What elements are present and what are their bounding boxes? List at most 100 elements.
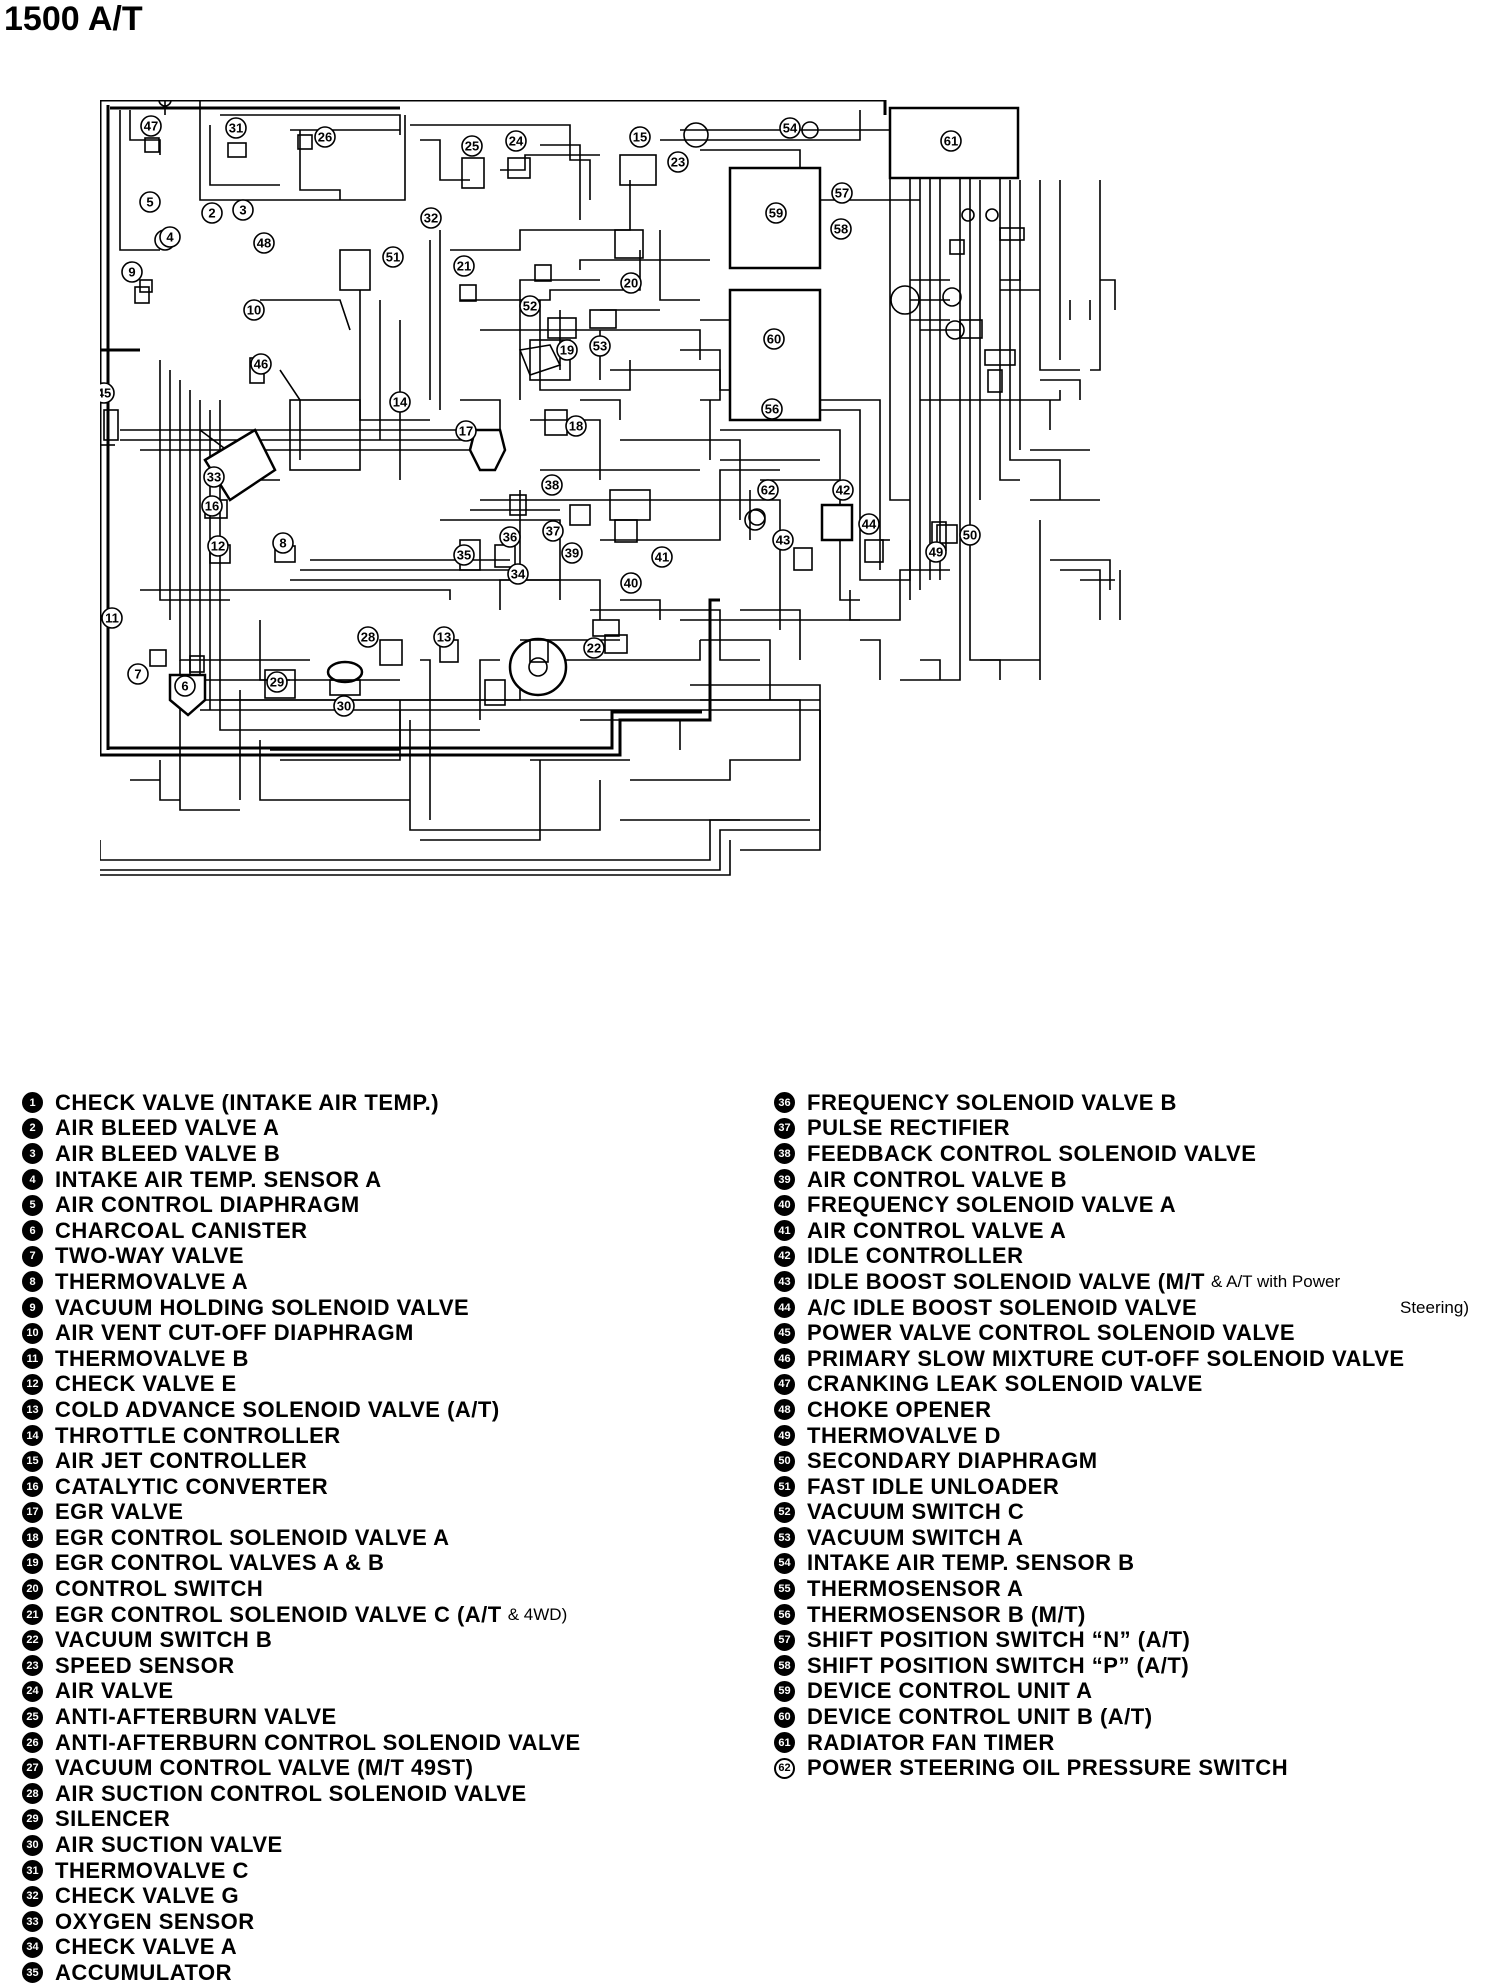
callout-47: 47 — [140, 115, 162, 137]
legend-label: VACUUM SWITCH B — [55, 1627, 273, 1653]
callout-number: 7 — [134, 667, 141, 682]
callout-6: 6 — [174, 675, 196, 697]
callout-number: 22 — [587, 641, 601, 656]
vacuum-hose-diagram: 1234567891011121314151617181920212223242… — [100, 100, 1300, 970]
callout-22: 22 — [583, 637, 605, 659]
legend-label: AIR SUCTION CONTROL SOLENOID VALVE — [55, 1780, 527, 1806]
callout-circle — [225, 117, 247, 139]
legend-label: VACUUM CONTROL VALVE (M/T 49ST) — [55, 1755, 474, 1781]
callout-circle — [925, 541, 947, 563]
legend-number: 15 — [22, 1450, 43, 1472]
legend-label: AIR BLEED VALVE B — [55, 1140, 281, 1166]
callout-number: 5 — [146, 195, 153, 210]
callout-number: 3 — [239, 203, 246, 218]
callout-circle — [140, 115, 162, 137]
callout-52: 52 — [519, 295, 541, 317]
callout-number: 8 — [279, 536, 286, 551]
legend-label: A/C IDLE BOOST SOLENOID VALVE — [807, 1294, 1198, 1320]
callout-number: 23 — [671, 155, 685, 170]
callout-circle — [565, 415, 587, 437]
legend-number: 49 — [774, 1425, 795, 1447]
callout-circle — [100, 382, 115, 404]
callout-61: 61 — [940, 130, 962, 152]
legend-label: FEEDBACK CONTROL SOLENOID VALVE — [807, 1140, 1257, 1166]
callout-circle — [333, 695, 355, 717]
callout-circle — [174, 675, 196, 697]
callout-circle — [382, 246, 404, 268]
callout-number: 21 — [457, 259, 471, 274]
air-suction-valve-shape — [264, 660, 364, 699]
callout-39: 39 — [561, 542, 583, 564]
legend-number: 41 — [774, 1220, 795, 1242]
callout-circle — [651, 546, 673, 568]
callout-number: 38 — [545, 478, 559, 493]
callout-number: 39 — [565, 546, 579, 561]
callout-circle — [201, 495, 223, 517]
legend-number: 31 — [22, 1860, 43, 1882]
legend-number: 24 — [22, 1680, 43, 1702]
callout-54: 54 — [779, 117, 801, 139]
legend-item: 15 AIR JET CONTROLLER — [22, 1448, 581, 1474]
legend-label: AIR JET CONTROLLER — [55, 1448, 308, 1474]
callout-14: 14 — [389, 391, 411, 413]
legend-number: 40 — [774, 1194, 795, 1216]
callout-circle — [830, 218, 852, 240]
legend-label: RADIATOR FAN TIMER — [807, 1729, 1055, 1755]
legend-number: 54 — [774, 1552, 795, 1574]
legend-note: Steering) — [1400, 1297, 1469, 1317]
callout-number: 43 — [776, 533, 790, 548]
callout-number: 57 — [835, 186, 849, 201]
callout-9: 9 — [121, 261, 143, 283]
legend-number: 1 — [22, 1092, 43, 1114]
legend-number: 38 — [774, 1143, 795, 1165]
callout-number: 29 — [270, 675, 284, 690]
legend-label: CATALYTIC CONVERTER — [55, 1473, 329, 1499]
callout-circle — [757, 479, 779, 501]
callout-44: 44 — [858, 513, 880, 535]
legend-label: THERMOSENSOR A — [807, 1576, 1024, 1602]
callout-circle — [314, 126, 336, 148]
legend-number: 34 — [22, 1936, 43, 1958]
callout-60: 60 — [763, 328, 785, 350]
callout-circle — [556, 339, 578, 361]
legend-label: CHOKE OPENER — [807, 1396, 992, 1422]
callout-2: 2 — [201, 202, 223, 224]
callout-number: 35 — [457, 548, 471, 563]
legend-label: ACCUMULATOR — [55, 1959, 232, 1985]
egr-valve-shape — [468, 344, 562, 472]
legend-number: 7 — [22, 1245, 43, 1267]
legend-number: 5 — [22, 1194, 43, 1216]
legend-number: 52 — [774, 1501, 795, 1523]
callout-number: 17 — [459, 424, 473, 439]
callout-51: 51 — [382, 246, 404, 268]
legend-label: THERMOVALVE B — [55, 1345, 249, 1371]
callout-circle — [620, 572, 642, 594]
legend-label: CHARCOAL CANISTER — [55, 1217, 308, 1243]
legend-label: AIR BLEED VALVE A — [55, 1115, 280, 1141]
legend-number: 23 — [22, 1655, 43, 1677]
legend-label: VACUUM SWITCH A — [807, 1524, 1024, 1550]
legend-number: 58 — [774, 1655, 795, 1677]
callout-number: 9 — [128, 265, 135, 280]
callout-circle — [779, 117, 801, 139]
callout-59: 59 — [765, 202, 787, 224]
callout-circle — [420, 207, 442, 229]
callout-48: 48 — [253, 232, 275, 254]
callout-4: 4 — [159, 226, 181, 248]
legend-label: TWO-WAY VALVE — [55, 1243, 245, 1269]
callout-circle — [629, 126, 651, 148]
